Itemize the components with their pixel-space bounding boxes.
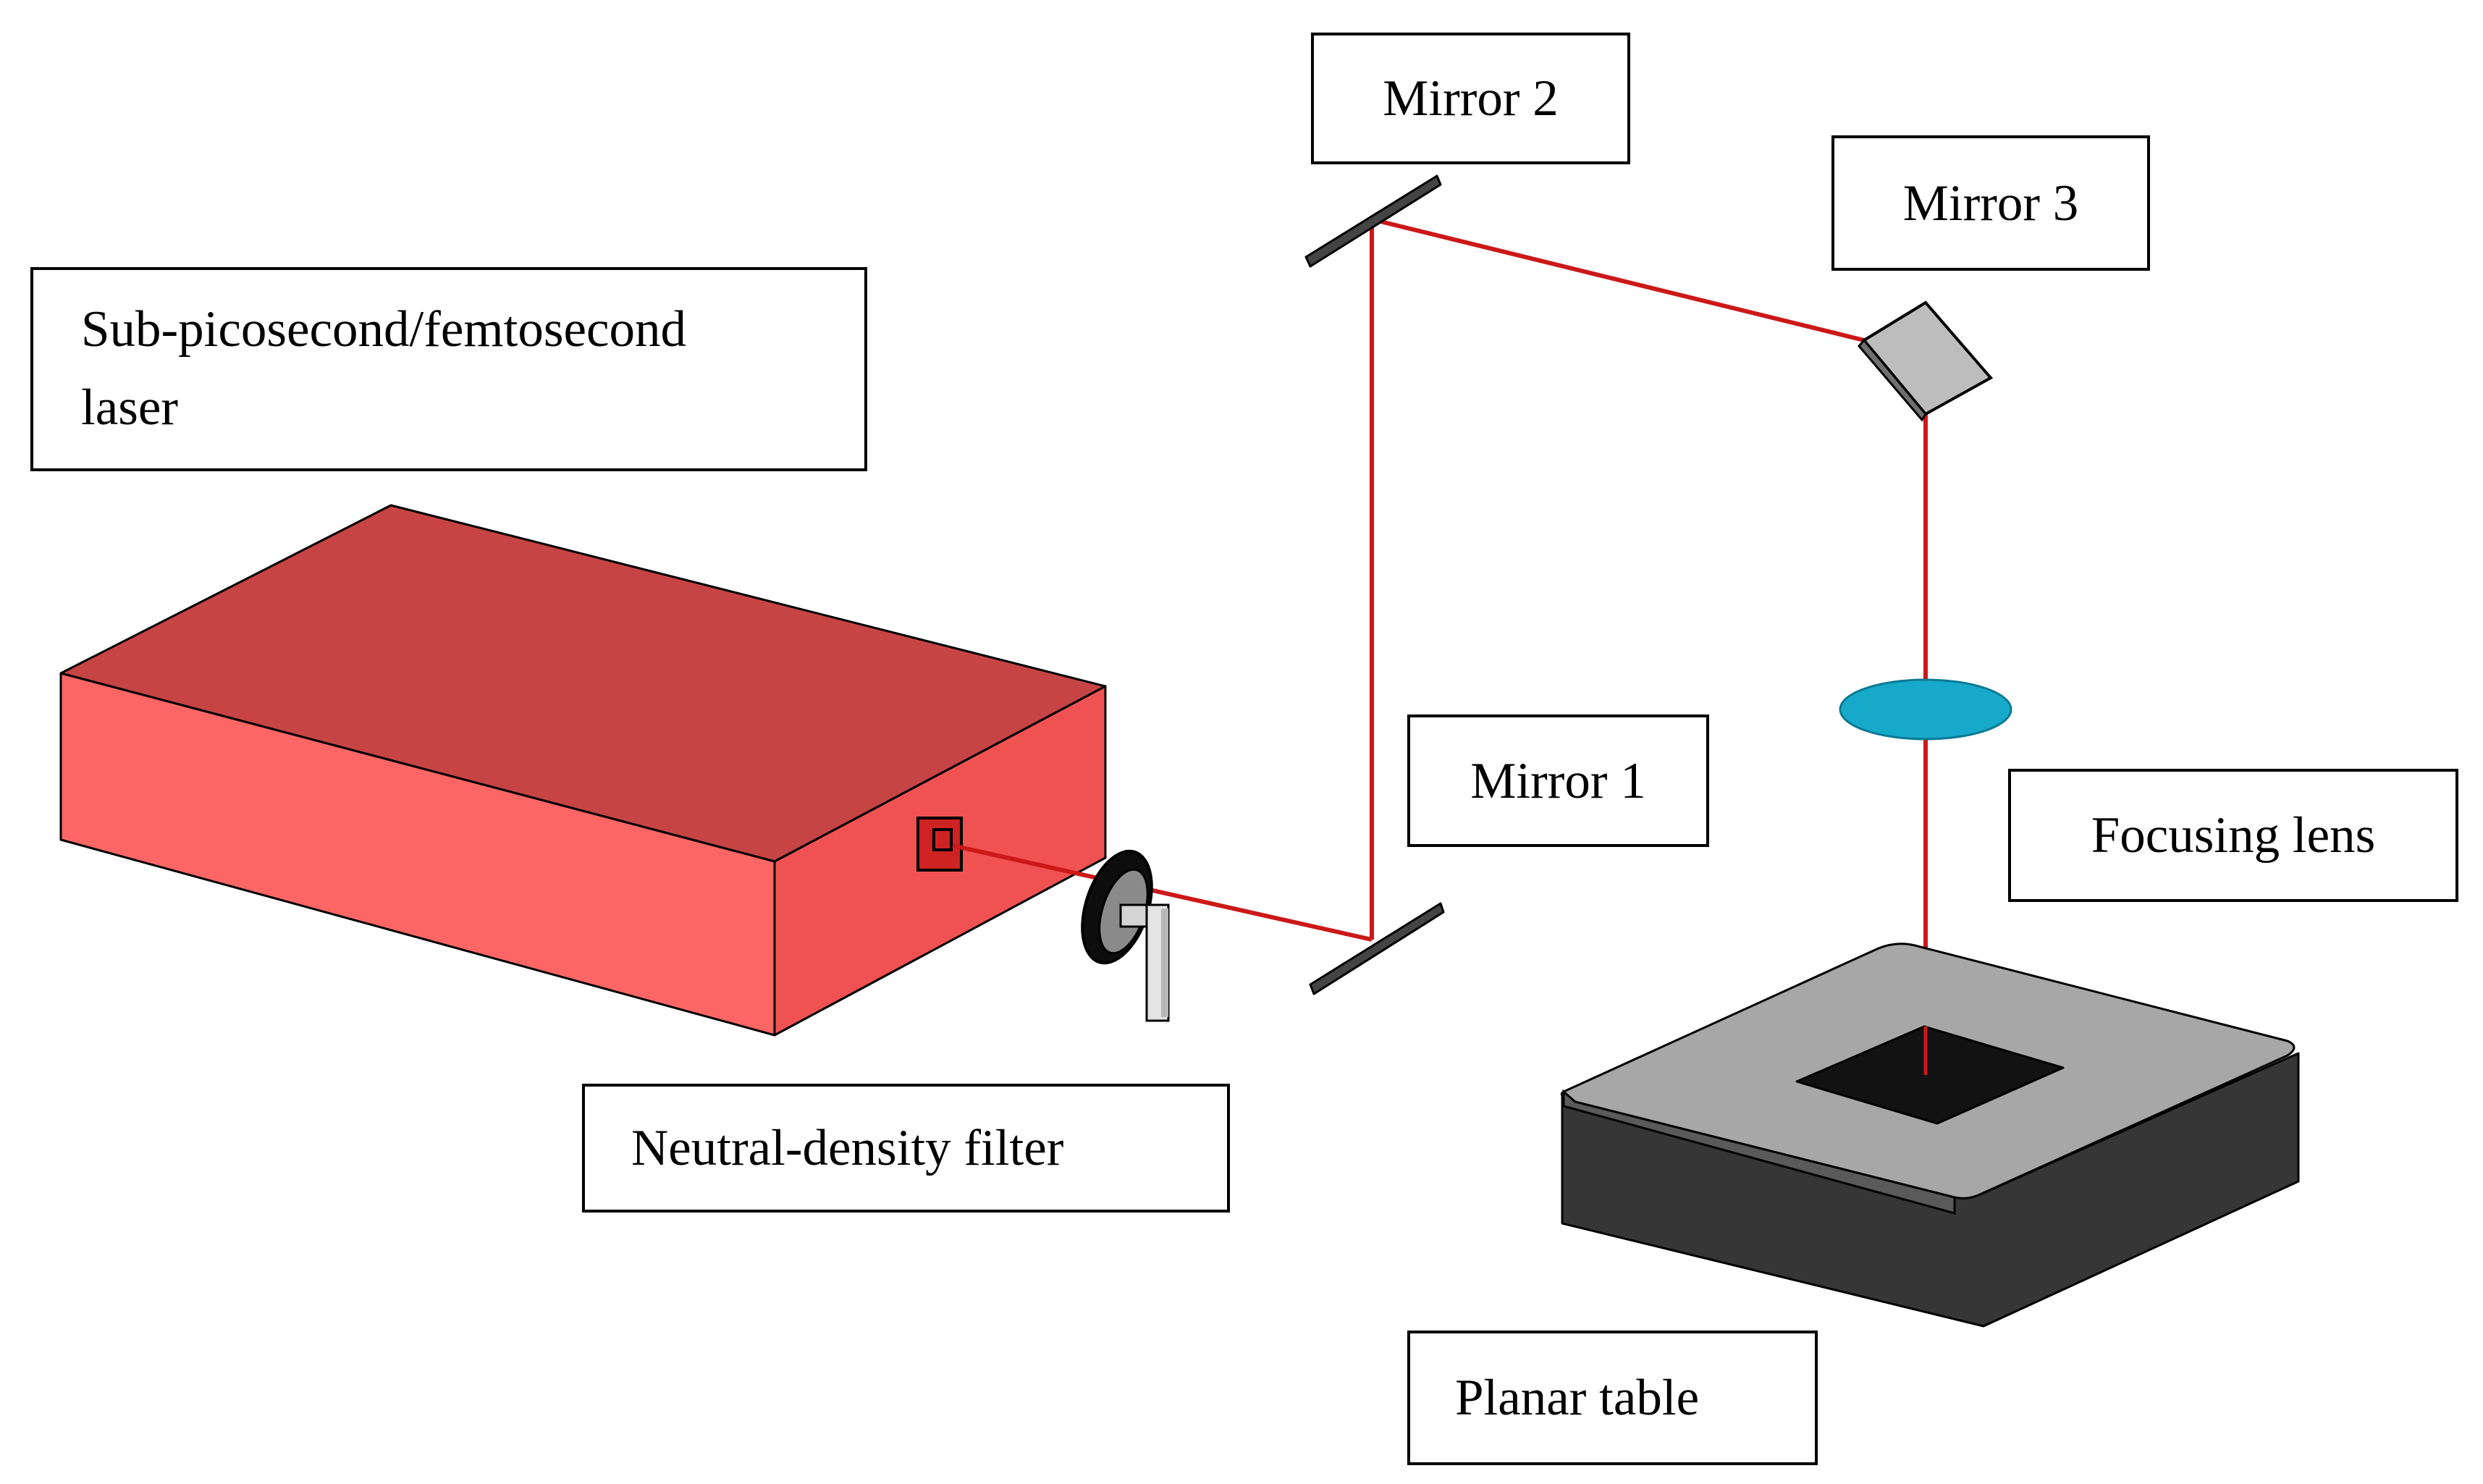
planar-table xyxy=(1560,943,2300,1328)
mirror-3-label: Mirror 3 xyxy=(1831,135,2150,271)
laser-label: Sub-picosecond/femtosecond laser xyxy=(30,267,867,471)
nd-filter-label: Neutral-density filter xyxy=(582,1084,1230,1213)
focusing-lens-label-text: Focusing lens xyxy=(2091,807,2376,864)
mirror-2 xyxy=(1304,174,1442,268)
mirror-2-label: Mirror 2 xyxy=(1311,33,1630,164)
beam-segment-mirror2-to-mirror3 xyxy=(1371,217,1865,342)
focusing-lens-label: Focusing lens xyxy=(2008,769,2458,902)
mirror-1-label: Mirror 1 xyxy=(1407,714,1709,847)
beam-segment-laser-to-mirror1 xyxy=(952,843,1373,942)
mirror-3 xyxy=(1858,300,1994,422)
nd-filter-label-text: Neutral-density filter xyxy=(631,1120,1064,1176)
mirror-1 xyxy=(1309,902,1445,995)
planar-table-label-text: Planar table xyxy=(1455,1370,1700,1426)
focusing-lens xyxy=(1839,678,2012,741)
nd-filter-wheel xyxy=(1081,849,1170,1022)
sample-plate xyxy=(1795,1025,2065,1125)
laser-label-text: Sub-picosecond/femtosecond laser xyxy=(81,301,687,436)
laser-box xyxy=(59,504,1107,1037)
planar-table-label: Planar table xyxy=(1407,1331,1818,1465)
mirror-2-label-text: Mirror 2 xyxy=(1383,70,1559,127)
mirror-3-label-text: Mirror 3 xyxy=(1902,174,2079,232)
mirror-1-label-text: Mirror 1 xyxy=(1470,752,1646,809)
